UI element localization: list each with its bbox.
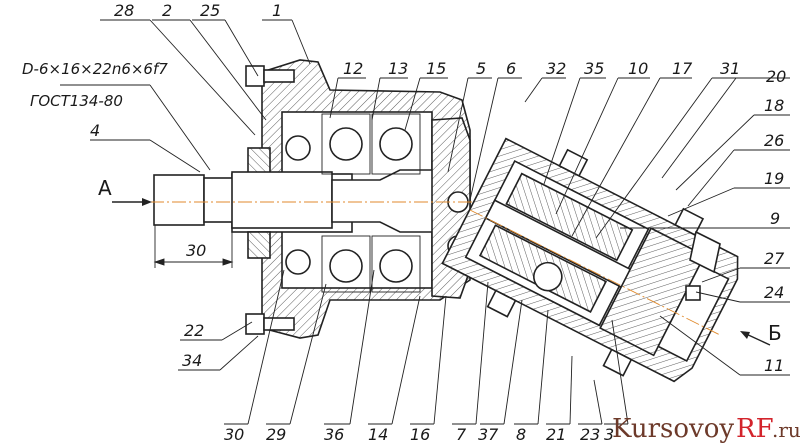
part-label: 24 (764, 283, 784, 302)
dimension-label: 30 (186, 241, 206, 260)
standard-ref: ГОСТ134-80 (30, 92, 123, 110)
part-label: 34 (182, 351, 202, 370)
part-label: 10 (628, 59, 648, 78)
part-label: 29 (266, 425, 286, 444)
part-label: 8 (516, 425, 526, 444)
part-label: 18 (764, 96, 784, 115)
part-label: 11 (764, 356, 784, 375)
watermark-part2: RF (736, 414, 774, 444)
view-arrow-a (112, 198, 152, 206)
view-arrow-b (740, 331, 771, 346)
part-label: 27 (764, 249, 785, 268)
part-label: 9 (770, 209, 780, 228)
part-label: 15 (426, 59, 446, 78)
axis-inclined (469, 209, 721, 336)
part-label: 21 (546, 425, 566, 444)
part-label: 5 (476, 59, 486, 78)
part-label: 32 (546, 59, 566, 78)
part-label: 36 (324, 425, 344, 444)
spline-spec: D-6×16×22n6×6f7 (22, 60, 168, 78)
part-label: 28 (114, 1, 134, 20)
part-label: 16 (410, 425, 430, 444)
part-label: 30 (224, 425, 244, 444)
part-label: 25 (200, 1, 220, 20)
flange-bolt-top (245, 65, 295, 87)
part-label: 12 (343, 59, 363, 78)
part-label: 2 (162, 1, 172, 20)
watermark-part1: Kursovoy (612, 414, 734, 444)
part-label: 7 (456, 425, 467, 444)
part-label: 3 (604, 425, 614, 444)
flange-bolt-bottom (245, 313, 295, 335)
leader-lines (60, 19, 790, 425)
part-label: 23 (580, 425, 600, 444)
view-label-b: Б (768, 321, 782, 345)
part-label: 6 (506, 59, 516, 78)
end-cap (685, 230, 721, 301)
bearing-pair-bottom (285, 235, 421, 293)
part-label: 20 (766, 67, 786, 86)
part-label: 22 (184, 321, 204, 340)
bearing-pair-top (285, 113, 421, 175)
part-label: 19 (764, 169, 784, 188)
part-label: 17 (672, 59, 693, 78)
part-label: 13 (388, 59, 408, 78)
watermark: Kursovoy RF .ru (612, 414, 800, 444)
part-label: 1 (272, 1, 282, 20)
watermark-part3: .ru (772, 418, 800, 442)
part-label: 26 (764, 131, 784, 150)
part-label: 35 (584, 59, 604, 78)
view-label-a: A (98, 176, 112, 200)
dimension-30 (153, 225, 234, 268)
part-label: 37 (478, 425, 499, 444)
part-label: 14 (368, 425, 388, 444)
part-label: 31 (720, 59, 740, 78)
part-label: 4 (90, 121, 100, 140)
input-shaft (153, 169, 441, 233)
